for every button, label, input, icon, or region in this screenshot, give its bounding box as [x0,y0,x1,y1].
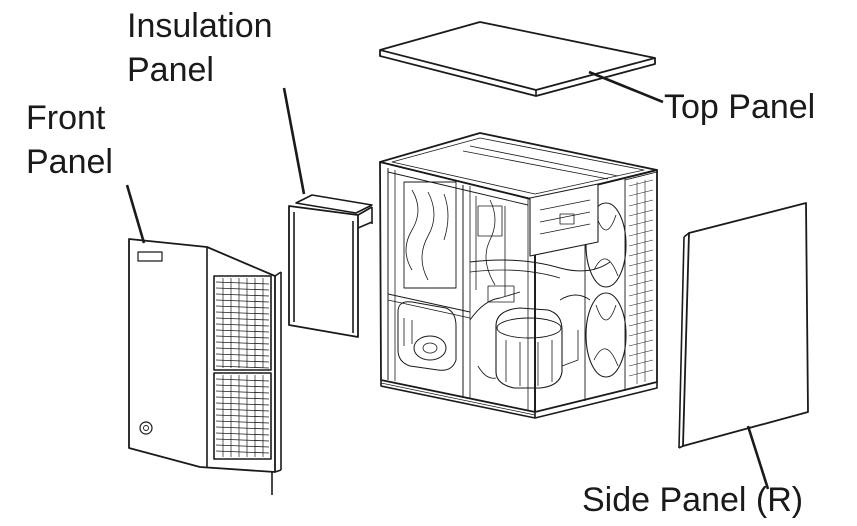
insulation-panel-label: Insulation Panel [127,4,273,92]
front-panel-leader [125,184,146,244]
side-panel-r [678,202,809,449]
insulation-panel-label-line1: Insulation [127,7,273,45]
ice-machine-unit [379,132,658,419]
side-panel-label: Side Panel (R) [582,481,804,519]
side-panel-leader [746,425,770,490]
insulation-panel [288,194,373,338]
top-panel [379,21,656,97]
front-panel-label-line1: Front [26,99,106,137]
top-panel-leader [588,70,664,104]
front-panel-label-line2: Panel [26,143,113,181]
front-panel-label: Front Panel [26,96,113,184]
top-panel-label: Top Panel [664,88,816,126]
insulation-panel-leader [282,87,306,195]
insulation-panel-label-line2: Panel [127,51,214,89]
front-panel [128,238,282,495]
